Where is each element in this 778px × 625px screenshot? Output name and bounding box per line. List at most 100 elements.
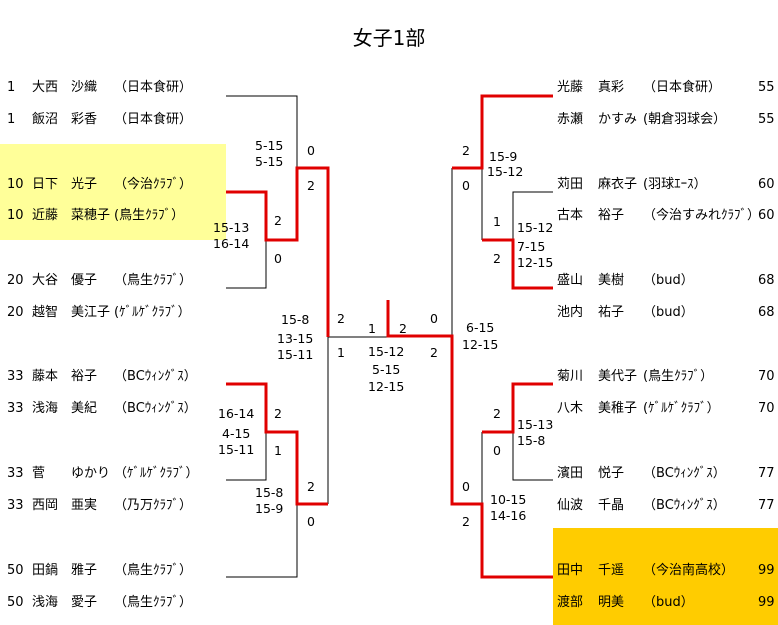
set-score: 15-11	[277, 347, 314, 362]
highlight-left-pair	[0, 144, 226, 240]
right-player-given-name: かすみ	[598, 112, 638, 127]
bracket-line	[226, 432, 267, 481]
left-player-given-name: 彩香	[71, 112, 98, 127]
winner-line	[226, 166, 330, 337]
right-player-seed: 77	[758, 498, 775, 513]
left-player-given-name: 沙織	[71, 80, 98, 95]
left-player-club: （乃万ｸﾗﾌﾞ）	[114, 498, 193, 513]
left-player-club: (鳥生ｸﾗﾌﾞ）	[114, 208, 185, 223]
left-player-family-name: 大谷	[32, 273, 59, 288]
match-result: 2	[462, 514, 470, 529]
left-player-family-name: 西岡	[32, 498, 59, 513]
left-player-given-name: 光子	[71, 177, 98, 192]
left-player-seed: 50	[7, 595, 24, 610]
left-player-club: （ｹﾞﾙｹﾞｸﾗﾌﾞ）	[114, 466, 199, 481]
left-player-given-name: 裕子	[71, 369, 98, 384]
left-player-club: （日本食研）	[114, 80, 193, 95]
left-player-seed: 10	[7, 177, 24, 192]
set-score: 14-16	[490, 508, 527, 523]
set-score: 5-15	[372, 362, 401, 377]
match-result: 2	[430, 345, 438, 360]
right-player-seed: 60	[758, 177, 775, 192]
right-player-family-name: 渡部	[557, 595, 584, 610]
left-player-seed: 20	[7, 273, 24, 288]
right-player-given-name: 千遥	[598, 563, 625, 578]
left-player-club: （鳥生ｸﾗﾌﾞ）	[114, 595, 193, 610]
right-player-seed: 55	[758, 112, 775, 127]
set-score: 15-11	[218, 442, 255, 457]
left-player-seed: 33	[7, 369, 24, 384]
left-player-given-name: 優子	[71, 273, 98, 288]
left-player-seed: 1	[7, 80, 16, 95]
left-player-seed: 33	[7, 401, 24, 416]
highlight-right-pair	[553, 528, 778, 625]
right-player-family-name: 光藤	[557, 80, 584, 95]
right-player-family-name: 菊川	[557, 369, 584, 384]
set-score: 15-12	[517, 220, 554, 235]
right-player-club: （今治すみれｸﾗﾌﾞ）	[643, 208, 761, 223]
set-score: 10-15	[490, 492, 527, 507]
left-player-family-name: 越智	[32, 305, 59, 320]
right-player-seed: 99	[758, 595, 775, 610]
set-score: 15-8	[281, 312, 310, 327]
match-result: 0	[307, 514, 315, 529]
right-player-club: (羽球ｴｰｽ）	[643, 177, 707, 192]
set-score: 13-15	[277, 331, 314, 346]
winner-line	[452, 94, 553, 170]
bracket-line	[512, 191, 553, 240]
right-player-club: （BCｳｨﾝｸﾞｽ）	[643, 498, 726, 513]
match-result: 1	[274, 443, 282, 458]
set-score: 16-14	[218, 406, 255, 421]
winner-line	[482, 238, 553, 290]
right-player-club: （bud）	[643, 305, 694, 320]
left-player-family-name: 大西	[32, 80, 59, 95]
right-player-club: （bud）	[643, 595, 694, 610]
left-player-seed: 50	[7, 563, 24, 578]
left-player-family-name: 飯沼	[32, 112, 59, 127]
bracket-line	[512, 432, 553, 481]
match-result: 2	[493, 251, 501, 266]
right-player-club: （日本食研）	[643, 80, 722, 95]
left-player-club: （BCｳｨﾝｸﾞｽ）	[114, 369, 197, 384]
right-player-family-name: 八木	[557, 401, 584, 416]
right-player-seed: 99	[758, 563, 775, 578]
left-player-family-name: 浅海	[32, 401, 59, 416]
right-player-family-name: 盛山	[557, 273, 584, 288]
right-player-given-name: 裕子	[598, 208, 625, 223]
left-player-club: （鳥生ｸﾗﾌﾞ）	[114, 563, 193, 578]
right-player-family-name: 濱田	[557, 466, 584, 481]
left-player-given-name: 愛子	[71, 595, 98, 610]
right-player-given-name: 明美	[598, 595, 625, 610]
match-result: 2	[337, 311, 345, 326]
match-result: 0	[462, 178, 470, 193]
right-player-seed: 70	[758, 369, 775, 384]
match-result: 2	[274, 213, 282, 228]
right-player-given-name: 真彩	[598, 80, 625, 95]
right-player-family-name: 古本	[557, 208, 584, 223]
set-score: 15-13	[517, 417, 554, 432]
winner-line	[482, 382, 553, 434]
set-score: 15-12	[368, 344, 405, 359]
right-player-family-name: 田中	[557, 563, 584, 578]
right-player-seed: 55	[758, 80, 775, 95]
match-result: 1	[368, 321, 376, 336]
left-player-seed: 10	[7, 208, 24, 223]
winner-line	[226, 382, 328, 506]
left-player-given-name: ゆかり	[71, 466, 111, 481]
right-player-given-name: 麻衣子	[598, 177, 638, 192]
right-player-club: （bud）	[643, 273, 694, 288]
left-player-family-name: 菅	[32, 466, 46, 481]
set-score: 15-9	[255, 501, 284, 516]
match-result: 2	[493, 406, 501, 421]
left-player-club: (ｹﾞﾙｹﾞｸﾗﾌﾞ）	[114, 305, 191, 320]
left-player-seed: 20	[7, 305, 24, 320]
left-player-seed: 33	[7, 466, 24, 481]
match-result: 1	[337, 345, 345, 360]
left-player-seed: 33	[7, 498, 24, 513]
match-result: 2	[307, 178, 315, 193]
right-player-club: (鳥生ｸﾗﾌﾞ）	[643, 369, 714, 384]
left-player-seed: 1	[7, 112, 16, 127]
right-player-seed: 60	[758, 208, 775, 223]
right-player-given-name: 千晶	[598, 498, 625, 513]
right-player-given-name: 祐子	[598, 305, 625, 320]
